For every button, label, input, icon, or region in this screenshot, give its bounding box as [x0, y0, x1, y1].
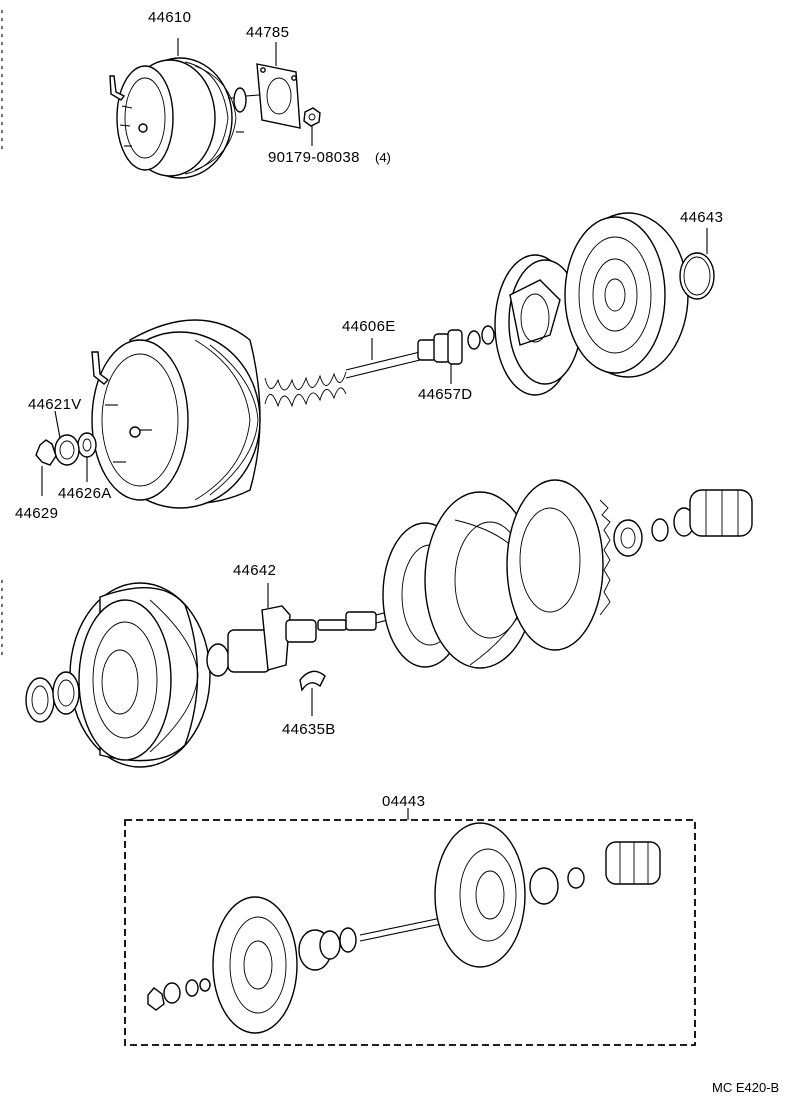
label-44657D: 44657D	[418, 386, 472, 403]
label-44621V: 44621V	[28, 396, 82, 413]
footer-code: MC E420-B	[712, 1080, 779, 1095]
valve-assembly-44657D	[417, 325, 495, 384]
pushrod-44606E	[345, 338, 421, 379]
diaphragm-pair-lower	[382, 491, 536, 669]
label-44635B: 44635B	[282, 721, 336, 738]
label-44606E: 44606E	[342, 318, 396, 335]
label-44626A: 44626A	[58, 485, 112, 502]
valve-body-44642	[206, 583, 317, 677]
diaphragm-plate	[494, 254, 582, 396]
gasket-plate-44785	[256, 42, 301, 129]
front-shell	[91, 319, 261, 509]
key-44635B	[299, 670, 326, 716]
seal-44626A	[77, 432, 97, 482]
label-44629: 44629	[15, 505, 58, 522]
label-44610: 44610	[148, 9, 191, 26]
booster-assembly-44610	[109, 38, 273, 179]
seal-rings-lower-left	[25, 671, 80, 723]
label-44785: 44785	[246, 24, 289, 41]
toothed-plate	[506, 479, 611, 651]
seal-44621V	[54, 410, 80, 466]
seal-ring-44643	[679, 228, 715, 300]
seal-pack-right	[613, 489, 753, 557]
nut-90179-08038	[303, 107, 321, 146]
retainer-44629	[35, 439, 57, 496]
label-44643: 44643	[680, 209, 723, 226]
rear-shell-lower	[69, 582, 211, 768]
label-44642: 44642	[233, 562, 276, 579]
return-spring	[264, 371, 347, 408]
repair-kit-04443	[124, 808, 696, 1046]
rear-shell-diaphragm	[564, 212, 689, 378]
label-90179-qty: (4)	[375, 150, 391, 165]
label-90179-08038: 90179-08038	[268, 149, 360, 166]
label-04443: 04443	[382, 793, 425, 810]
